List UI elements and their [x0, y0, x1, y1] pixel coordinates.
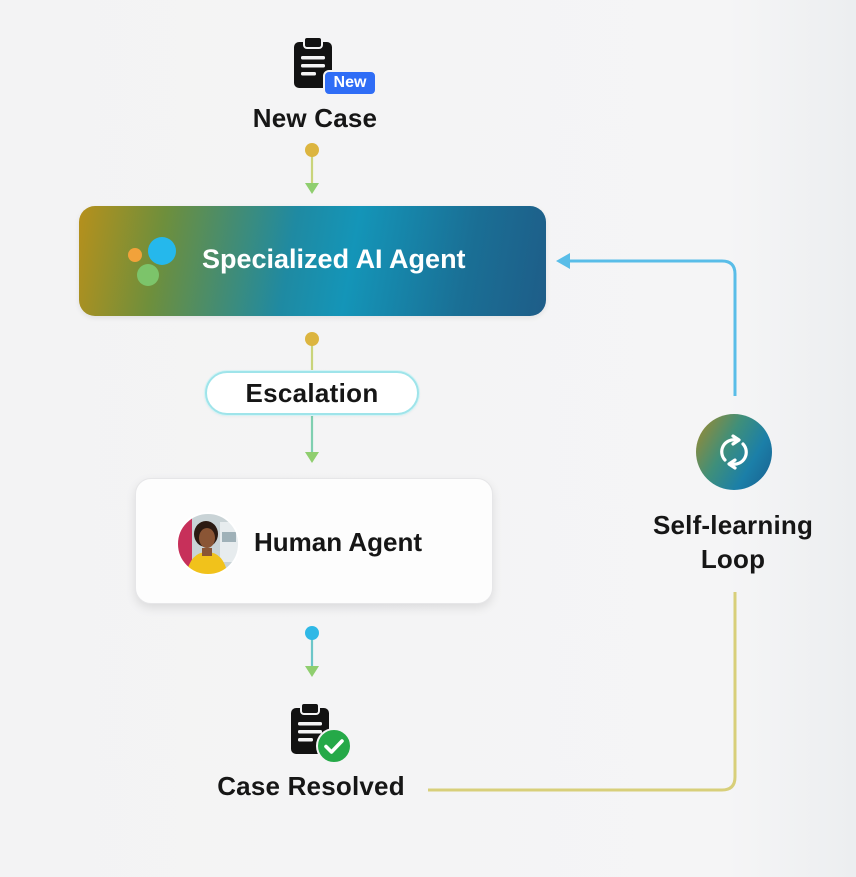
connector-ai-to-escalation	[305, 332, 319, 371]
self-learning-loop-node[interactable]	[696, 414, 772, 490]
loop-label-line-1: Self-learning	[652, 510, 814, 540]
loop-line-bottom	[428, 592, 737, 792]
self-learning-loop-label: Self-learning Loop	[630, 508, 836, 576]
human-avatar	[176, 512, 240, 576]
human-agent-label: Human Agent	[254, 527, 423, 557]
loop-arrowhead	[556, 253, 570, 269]
resolved-check-badge	[316, 728, 352, 764]
ai-agent-label: Specialized AI Agent	[202, 244, 466, 274]
new-case-clipboard-icon	[294, 36, 332, 88]
new-case-label: New Case	[252, 103, 378, 133]
loop-line-top	[568, 259, 737, 396]
connector-escalation-to-human	[305, 415, 319, 463]
case-resolved-label: Case Resolved	[217, 771, 405, 801]
loop-label-line-2: Loop	[700, 544, 766, 574]
check-icon	[324, 739, 344, 754]
connector-new-case-to-ai	[305, 143, 319, 194]
ai-dots-logo-icon	[126, 236, 178, 288]
refresh-icon	[720, 434, 748, 470]
new-badge: New	[323, 70, 377, 96]
escalation-pill[interactable]: Escalation	[205, 371, 419, 415]
connector-human-to-resolved	[305, 626, 319, 677]
